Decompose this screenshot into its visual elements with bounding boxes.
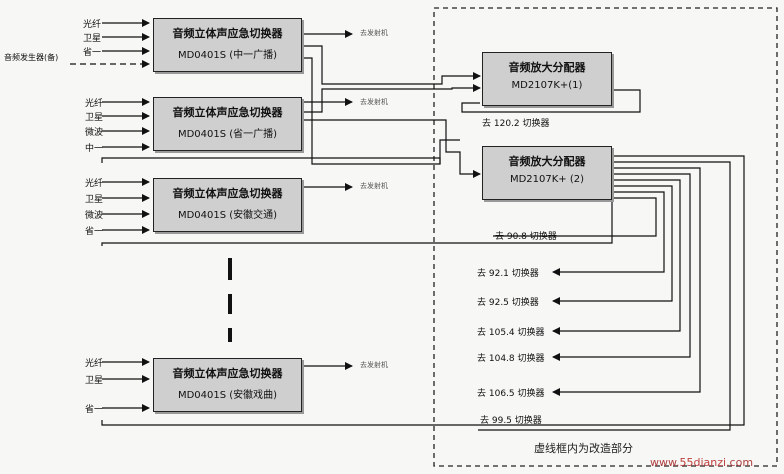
dist2-outputs <box>478 161 731 431</box>
modification-region <box>433 7 778 467</box>
output-label: 去 105.4 切换器 <box>477 328 545 338</box>
switcher-2-input-label: 卫星 <box>85 113 104 123</box>
distributor-2-title: 音频放大分配器 <box>508 155 586 168</box>
switcher-3-inputs <box>102 178 150 234</box>
output-label: 去 92.1 切换器 <box>477 269 539 279</box>
distributor-1-title: 音频放大分配器 <box>508 61 586 74</box>
switcher-3-input-label: 省一 <box>85 227 104 237</box>
switcher-3-input-label: 光纤 <box>85 179 104 189</box>
output-label: 去 92.5 切换器 <box>477 298 539 308</box>
output-label: 去 106.5 切换器 <box>477 389 545 399</box>
switcher-1-input-label: 卫星 <box>83 34 102 44</box>
switcher-4-input-label: 卫星 <box>85 376 104 386</box>
transmitter-label: 去发射机 <box>360 361 388 369</box>
output-label: 去 90.8 切换器 <box>495 232 557 242</box>
transmitter-arrows <box>300 30 353 370</box>
dist1-outputs <box>461 89 641 113</box>
output-label: 去 104.8 切换器 <box>477 354 545 364</box>
switcher-box-1: 音频立体声应急切换器 MD0401S (中一广播) <box>153 18 302 72</box>
switcher-2-model: MD0401S (省一广播) <box>177 129 278 140</box>
switcher-box-2: 音频立体声应急切换器 MD0401S (省一广播) <box>153 97 302 151</box>
switcher-2-inputs <box>102 98 150 151</box>
switcher-4-inputs <box>102 358 150 412</box>
watermark-domain: 55dianzi <box>679 456 727 469</box>
switcher-4-title: 音频立体声应急切换器 <box>172 367 283 380</box>
output-label: 去 120.2 切换器 <box>482 119 550 129</box>
transmitter-label: 去发射机 <box>360 29 388 37</box>
switcher-3-input-label: 微波 <box>85 211 104 221</box>
audio-generator-label: 音频发生器(备) <box>4 53 59 62</box>
switcher-2-input-label: 光纤 <box>85 99 104 109</box>
transmitter-label: 去发射机 <box>360 98 388 106</box>
switcher-2-input-label: 中一 <box>85 144 104 154</box>
switcher-4-input-label: 省一 <box>85 405 104 415</box>
watermark-prefix: www. <box>650 456 680 469</box>
watermark: www.55dianzi.com <box>650 456 753 469</box>
transmitter-label: 去发射机 <box>360 182 388 190</box>
switcher-3-model: MD0401S (安徽交通) <box>177 210 278 221</box>
switcher-3-input-label: 卫星 <box>85 195 104 205</box>
distributor-box-2: 音频放大分配器 MD2107K+ (2) <box>482 146 612 200</box>
switcher-3-title: 音频立体声应急切换器 <box>172 187 283 200</box>
switcher-4-model: MD0401S (安徽戏曲) <box>177 390 278 401</box>
distributor-1-model: MD2107K+(1) <box>511 80 583 91</box>
distributor-box-1: 音频放大分配器 MD2107K+(1) <box>482 52 612 106</box>
watermark-suffix: .com <box>726 456 754 469</box>
distributor-feed-lines <box>300 45 481 178</box>
switcher-2-input-label: 微波 <box>85 128 104 138</box>
switcher-1-input-label: 光纤 <box>83 20 102 30</box>
switcher-1-title: 音频立体声应急切换器 <box>172 27 283 40</box>
switcher-4-input-label: 光纤 <box>85 359 104 369</box>
switcher-2-title: 音频立体声应急切换器 <box>172 106 283 119</box>
switcher-box-4: 音频立体声应急切换器 MD0401S (安徽戏曲) <box>153 358 302 412</box>
switcher-1-model: MD0401S (中一广播) <box>177 50 278 61</box>
output-label: 去 99.5 切换器 <box>480 416 542 426</box>
modification-note: 虚线框内为改造部分 <box>534 442 633 455</box>
feedback-lines <box>101 155 745 426</box>
switcher-box-3: 音频立体声应急切换器 MD0401S (安徽交通) <box>153 178 302 232</box>
switcher-1-inputs <box>102 19 150 55</box>
distributor-2-model: MD2107K+ (2) <box>509 174 585 185</box>
switcher-1-input-label: 省一 <box>83 48 102 58</box>
